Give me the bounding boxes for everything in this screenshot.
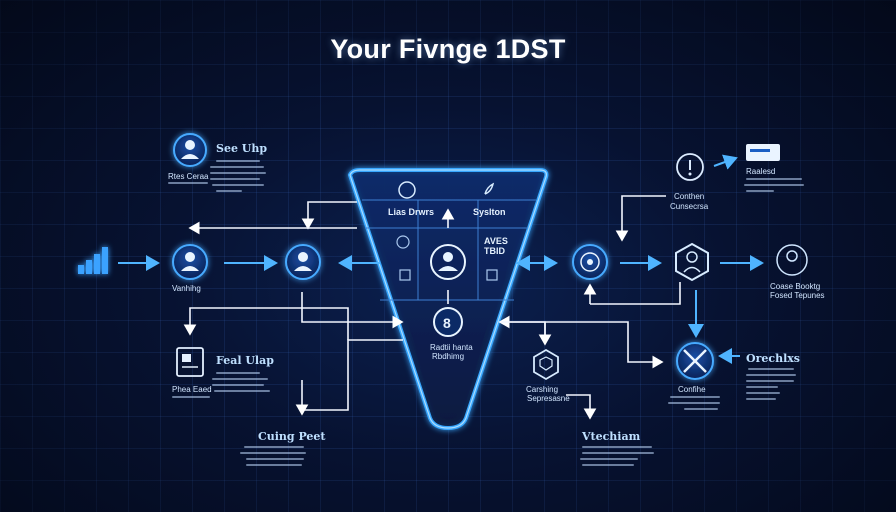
top-right-sub: Cunsecrsa — [670, 202, 709, 211]
center-lower-label: Carshing — [526, 385, 559, 394]
funnel-top-right-label: Syslton — [473, 207, 506, 217]
document-icon-bottom-left — [176, 347, 204, 377]
bottom-center-right-heading: Vtechiam — [582, 430, 641, 443]
alert-node — [676, 153, 704, 181]
hex-person-node — [675, 242, 709, 282]
far-top-right-label: Raalesd — [746, 167, 776, 176]
bottom-left-sub: Phea Eaed — [172, 385, 212, 394]
card-icon-top-right — [746, 144, 780, 161]
top-left-sub: Rtes Ceraa — [168, 172, 209, 181]
connectors — [183, 195, 704, 420]
center-lower-sub: Sepresasne — [527, 394, 570, 403]
target-node — [572, 244, 608, 280]
far-right-node — [776, 244, 808, 276]
brain-icon — [396, 235, 410, 249]
shield-node — [533, 348, 559, 381]
tools-node — [676, 342, 714, 380]
funnel-mid-right-label: AVES TBID — [484, 236, 508, 256]
chip-icon — [486, 269, 498, 281]
funnel-bottom-sub: Rbdhimg — [432, 352, 465, 361]
bottom-left-heading: Feal Ulap — [216, 354, 274, 367]
person-icon — [430, 244, 466, 280]
flow-arrows — [118, 154, 764, 364]
funnel-bottom-label: Radtii hanta — [430, 343, 473, 352]
top-left-heading: See Uhp — [216, 142, 268, 155]
bottom-right-label: Confihe — [678, 385, 706, 394]
bar-chart-icon — [78, 247, 108, 274]
user-node-left — [172, 244, 208, 280]
gear-icon — [398, 181, 416, 199]
bottom-center-left-heading: Cuing Peet — [258, 430, 326, 443]
chip-icon — [399, 269, 411, 281]
far-right-sub: Fosed Tepunes — [770, 291, 825, 300]
bottom-node-icon — [433, 307, 463, 337]
funnel-bottom-glyph: 8 — [443, 315, 451, 331]
far-right-label: Coase Booktg — [770, 282, 821, 291]
bottom-right-side-label: Orechlxs — [746, 352, 801, 365]
diagram-title: Your Fivnge 1DST — [330, 34, 566, 64]
user-node-top-left — [173, 133, 207, 167]
leaf-icon — [484, 182, 495, 195]
funnel-top-left-label: Lias Drwrs — [388, 207, 435, 217]
user-node-center-left — [285, 244, 321, 280]
top-right-heading: Conthen — [674, 192, 705, 201]
left-node-label: Vanhihg — [172, 284, 201, 293]
